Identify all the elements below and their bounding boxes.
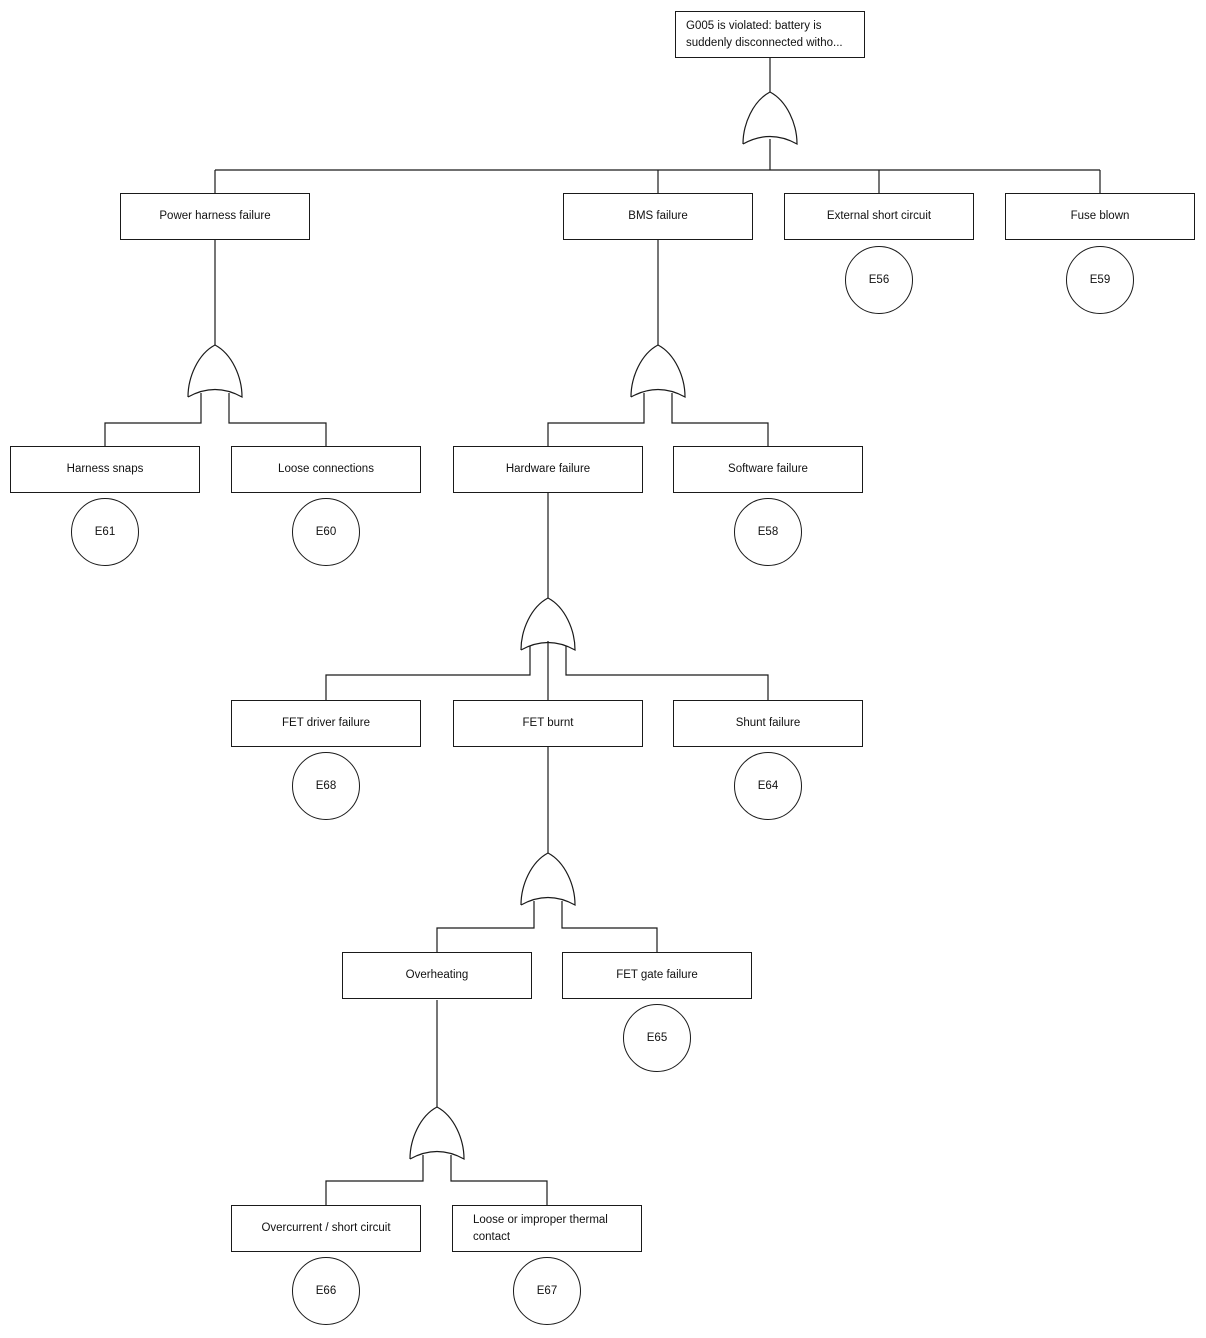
node-top-event[interactable]: G005 is violated: battery is suddenly di…: [675, 11, 865, 58]
node-label: Power harness failure: [159, 210, 271, 222]
node-label: FET driver failure: [282, 717, 370, 729]
node-label: Software failure: [728, 463, 808, 475]
node-label: BMS failure: [628, 210, 688, 222]
basic-event-E60[interactable]: E60: [292, 498, 360, 566]
or-gate-icon: [630, 344, 686, 399]
or-gate-icon: [187, 344, 243, 399]
node-label: Harness snaps: [66, 463, 144, 475]
node-software-failure[interactable]: Software failure: [673, 446, 863, 493]
event-id: E61: [94, 526, 116, 538]
connector: [214, 139, 1101, 193]
or-gate-icon: [520, 852, 576, 907]
basic-event-E58[interactable]: E58: [734, 498, 802, 566]
node-fuse-blown[interactable]: Fuse blown: [1005, 193, 1195, 240]
event-id: E64: [757, 780, 779, 792]
connector: [547, 393, 769, 446]
or-gate-icon: [409, 1106, 465, 1161]
node-label: Loose connections: [278, 463, 374, 475]
node-overheating[interactable]: Overheating: [342, 952, 532, 999]
node-hardware-failure[interactable]: Hardware failure: [453, 446, 643, 493]
node-power-harness-failure[interactable]: Power harness failure: [120, 193, 310, 240]
basic-event-E67[interactable]: E67: [513, 1257, 581, 1325]
node-label: G005 is violated: battery is suddenly di…: [686, 19, 843, 49]
event-id: E56: [868, 274, 890, 286]
node-label: Loose or improper thermal contact: [473, 1213, 608, 1243]
basic-event-E61[interactable]: E61: [71, 498, 139, 566]
basic-event-E65[interactable]: E65: [623, 1004, 691, 1072]
node-label: Fuse blown: [1070, 210, 1130, 222]
node-label: Overcurrent / short circuit: [261, 1222, 391, 1234]
node-label: Hardware failure: [505, 463, 591, 475]
node-label: FET gate failure: [616, 969, 698, 981]
or-gate-icon: [520, 597, 576, 652]
or-gate-icon: [742, 91, 798, 146]
basic-event-E66[interactable]: E66: [292, 1257, 360, 1325]
node-shunt-failure[interactable]: Shunt failure: [673, 700, 863, 747]
event-id: E66: [315, 1285, 337, 1297]
connector: [104, 393, 327, 446]
connector: [325, 1155, 548, 1205]
event-id: E60: [315, 526, 337, 538]
basic-event-E64[interactable]: E64: [734, 752, 802, 820]
node-fet-burnt[interactable]: FET burnt: [453, 700, 643, 747]
node-bms-failure[interactable]: BMS failure: [563, 193, 753, 240]
event-id: E59: [1089, 274, 1111, 286]
node-external-short-circuit[interactable]: External short circuit: [784, 193, 974, 240]
connector: [436, 901, 658, 952]
event-id: E67: [536, 1285, 558, 1297]
node-fet-gate-failure[interactable]: FET gate failure: [562, 952, 752, 999]
node-label: FET burnt: [522, 717, 574, 729]
connector: [325, 641, 769, 700]
node-loose-connections[interactable]: Loose connections: [231, 446, 421, 493]
event-id: E65: [646, 1032, 668, 1044]
node-label: Shunt failure: [735, 717, 801, 729]
node-label: External short circuit: [826, 210, 932, 222]
node-overcurrent-short-circuit[interactable]: Overcurrent / short circuit: [231, 1205, 421, 1252]
event-id: E68: [315, 780, 337, 792]
node-harness-snaps[interactable]: Harness snaps: [10, 446, 200, 493]
basic-event-E59[interactable]: E59: [1066, 246, 1134, 314]
node-fet-driver-failure[interactable]: FET driver failure: [231, 700, 421, 747]
node-loose-improper-thermal-contact[interactable]: Loose or improper thermal contact: [452, 1205, 642, 1252]
basic-event-E56[interactable]: E56: [845, 246, 913, 314]
event-id: E58: [757, 526, 779, 538]
node-label: Overheating: [405, 969, 469, 981]
basic-event-E68[interactable]: E68: [292, 752, 360, 820]
